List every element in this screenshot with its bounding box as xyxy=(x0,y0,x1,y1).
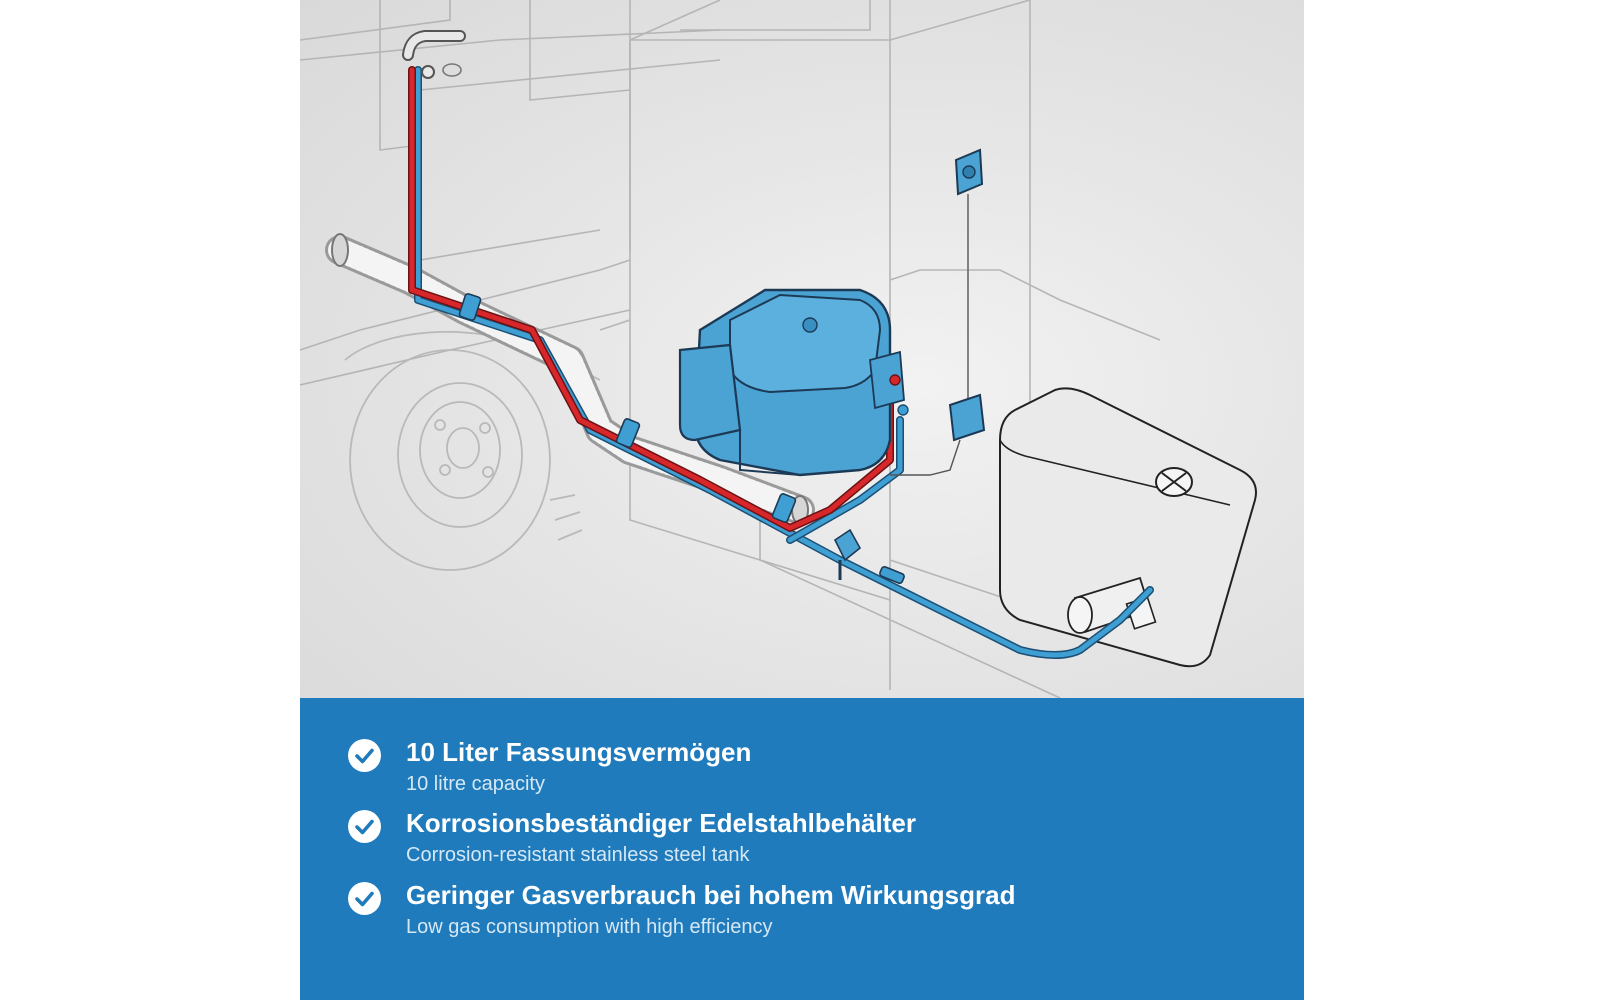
filler-neck xyxy=(402,30,466,79)
features-banner: 10 Liter Fassungsvermögen 10 litre capac… xyxy=(300,698,1304,1000)
feature-subtitle: Corrosion-resistant stainless steel tank xyxy=(406,844,750,866)
feature-title: 10 Liter Fassungsvermögen xyxy=(406,737,752,767)
cold-water-pipe xyxy=(414,66,1154,659)
installation-diagram xyxy=(300,0,1257,698)
water-heater-unit xyxy=(678,288,909,477)
hot-water-pipe xyxy=(408,66,894,532)
wheel-outline xyxy=(344,331,601,571)
control-panel xyxy=(890,148,986,476)
check-circle-icon xyxy=(348,739,381,772)
installation-illustration xyxy=(300,0,1304,698)
pipe-clamps xyxy=(458,293,905,585)
check-circle-icon xyxy=(348,882,381,915)
water-pump xyxy=(1067,576,1157,634)
check-circle-icon xyxy=(348,810,381,843)
feature-title: Geringer Gasverbrauch bei hohem Wirkungs… xyxy=(406,880,1016,910)
feature-subtitle: 10 litre capacity xyxy=(406,773,545,795)
fresh-water-tank xyxy=(999,387,1257,668)
feature-title: Korrosionsbeständiger Edelstahlbehälter xyxy=(406,808,917,838)
product-info-card: 10 Liter Fassungsvermögen 10 litre capac… xyxy=(300,0,1304,1000)
feature-subtitle: Low gas consumption with high efficiency xyxy=(406,916,773,938)
gas-valve xyxy=(833,528,862,580)
